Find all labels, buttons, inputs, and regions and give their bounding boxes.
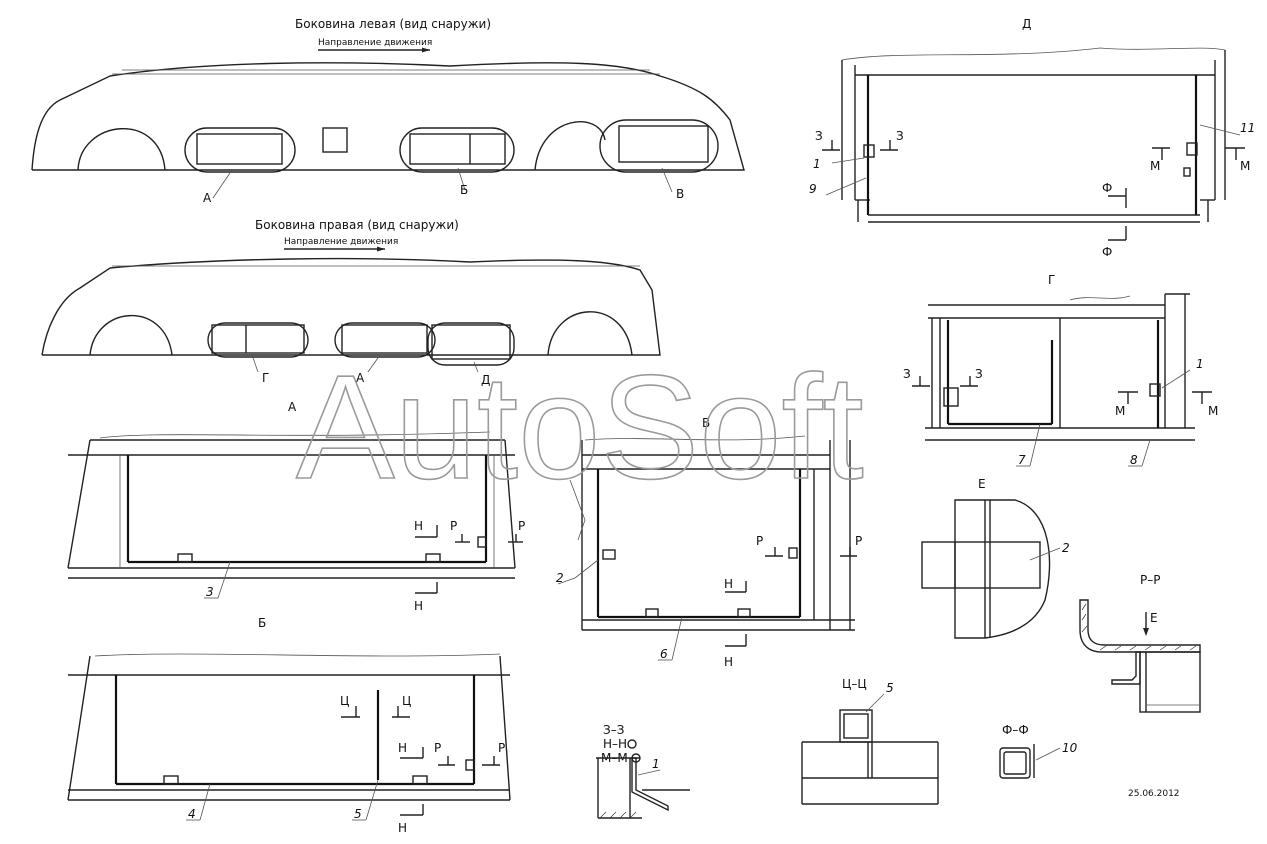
view-V-cut-N-bottom: Н — [724, 655, 733, 669]
view-D-title: Д — [1022, 17, 1031, 31]
view-V-title: В — [702, 416, 710, 430]
part-4-label: 4 — [188, 807, 196, 821]
part-7-label: 7 — [1018, 453, 1026, 467]
view-B-cut-N-top: Н — [398, 741, 407, 755]
part-5-label-TsTs: 5 — [886, 681, 894, 695]
view-B-cut-R-right: Р — [498, 741, 505, 755]
view-G-title: Г — [1048, 273, 1055, 287]
section-TsTs-title: Ц–Ц — [842, 677, 867, 691]
part-10-label: 10 — [1062, 741, 1078, 755]
callout-V-left: В — [676, 187, 684, 201]
callout-D-right: Д — [481, 373, 490, 387]
view-B-cut-Ts-left: Ц — [340, 694, 349, 708]
view-B: Б Ц Ц Н Н Р Р 4 5 — [67, 616, 511, 835]
section-ZZ-line2: Н–Н — [603, 737, 627, 751]
view-D-cut-F-bottom: Ф — [1102, 245, 1112, 259]
part-2-label-E: 2 — [1062, 541, 1070, 555]
part-11-label: 11 — [1240, 121, 1255, 135]
view-D: Д З З М М Ф Ф 1 9 11 — [809, 17, 1255, 259]
part-1-label-G: 1 — [1196, 357, 1204, 371]
part-9-label: 9 — [809, 182, 817, 196]
callout-B-left: Б — [460, 183, 468, 197]
part-1-label-D: 1 — [813, 157, 821, 171]
part-1-label-ZZ: 1 — [652, 757, 660, 771]
right-side-title: Боковина правая (вид снаружи) — [255, 218, 459, 232]
section-Z-Z: З–З Н–Н М–М 1 — [596, 723, 690, 819]
view-D-cut-Z-left: З — [815, 129, 823, 143]
view-A: А Н Н Р Р 3 — [67, 400, 525, 613]
view-A-cut-R-left: Р — [450, 519, 457, 533]
view-V: В Р Р Н Н 2 6 — [556, 416, 862, 669]
left-side-direction: Направление движения — [318, 38, 432, 48]
part-8-label: 8 — [1130, 453, 1138, 467]
callout-G-right: Г — [262, 371, 269, 385]
section-ZZ-line1: З–З — [603, 723, 624, 737]
part-5-label: 5 — [354, 807, 362, 821]
left-side-view: Боковина левая (вид снаружи) Направление… — [31, 17, 745, 205]
section-Ts-Ts: Ц–Ц 5 — [801, 677, 939, 805]
view-G-cut-Z-left: З — [903, 367, 911, 381]
view-V-cut-R-right: Р — [855, 534, 862, 548]
view-A-cut-R-right: Р — [518, 519, 525, 533]
view-D-cut-F-top: Ф — [1102, 181, 1112, 195]
view-B-cut-R-left: Р — [434, 741, 441, 755]
right-side-view: Боковина правая (вид снаружи) Направлени… — [41, 218, 661, 387]
view-E: Е 2 — [921, 477, 1070, 639]
section-R-R: Р–Р Е — [1079, 573, 1201, 713]
part-3-label: 3 — [206, 585, 214, 599]
view-D-cut-M-left: М — [1150, 159, 1160, 173]
section-RR-view-mark: Е — [1150, 611, 1158, 625]
view-A-title: А — [288, 400, 297, 414]
view-B-cut-N-bottom: Н — [398, 821, 407, 835]
view-V-cut-R-left: Р — [756, 534, 763, 548]
view-E-title: Е — [978, 477, 986, 491]
callout-A-left: А — [203, 191, 212, 205]
view-G-cut-M-right: М — [1208, 404, 1218, 418]
left-side-title: Боковина левая (вид снаружи) — [295, 17, 491, 31]
drawing-date: 25.06.2012 — [1128, 789, 1180, 799]
view-B-cut-Ts-right: Ц — [402, 694, 411, 708]
view-V-cut-N-top: Н — [724, 577, 733, 591]
view-B-title: Б — [258, 616, 266, 630]
section-RR-title: Р–Р — [1140, 573, 1160, 587]
right-side-direction: Направление движения — [284, 237, 398, 247]
part-2-label-V: 2 — [556, 571, 564, 585]
view-D-cut-M-right: М — [1240, 159, 1250, 173]
part-6-label: 6 — [660, 647, 668, 661]
view-G-cut-Z-right: З — [975, 367, 983, 381]
section-F-F: Ф–Ф 10 — [999, 723, 1078, 779]
view-D-cut-Z-right: З — [896, 129, 904, 143]
section-FF-title: Ф–Ф — [1002, 723, 1029, 737]
callout-A-right: А — [356, 371, 365, 385]
view-A-cut-N-bottom: Н — [414, 599, 423, 613]
view-G: Г З З М М 1 7 8 — [903, 273, 1218, 467]
view-A-cut-N-top: Н — [414, 519, 423, 533]
autosoft-watermark: AutoSoft — [296, 345, 864, 510]
view-G-cut-M-left: М — [1115, 404, 1125, 418]
